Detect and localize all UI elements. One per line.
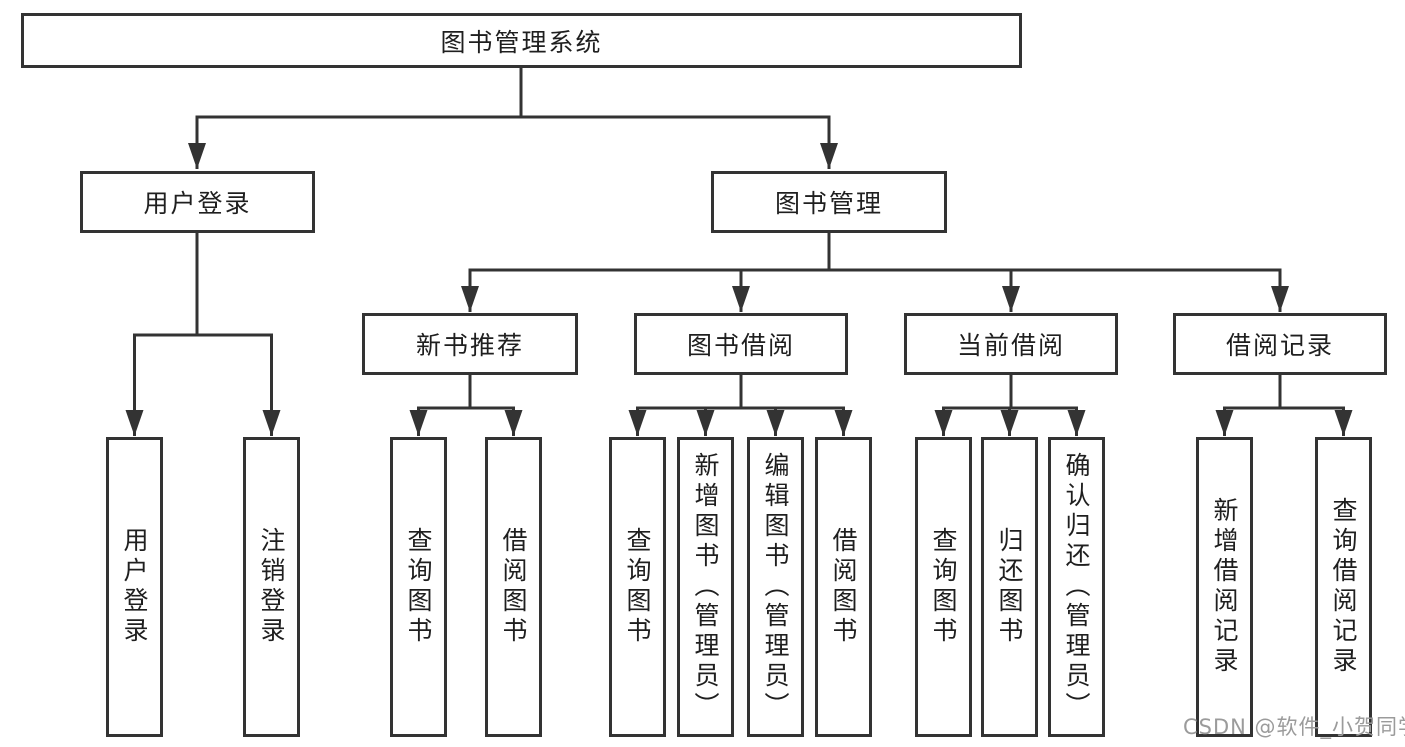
- node-new-book-recommend: 新书推荐: [362, 313, 578, 375]
- leaf-recommend-borrow-book-label: 借阅图书: [499, 527, 528, 647]
- leaf-borrow-edit-book-admin: 编辑图书（管理员）: [747, 437, 804, 737]
- leaf-current-search-book: 查询图书: [915, 437, 972, 737]
- node-user-login-label: 用户登录: [143, 189, 252, 218]
- node-library-system: 图书管理系统: [21, 13, 1022, 68]
- node-library-system-label: 图书管理系统: [440, 27, 603, 57]
- leaf-records-search-record: 查询借阅记录: [1315, 437, 1372, 737]
- leaf-records-add-record: 新增借阅记录: [1196, 437, 1253, 737]
- node-book-management: 图书管理: [711, 171, 947, 233]
- leaf-records-search-record-label: 查询借阅记录: [1329, 497, 1358, 677]
- leaf-current-return-book: 归还图书: [981, 437, 1038, 737]
- leaf-borrow-add-book-admin-label: 新增图书（管理员）: [691, 452, 720, 722]
- leaf-user-login: 用户登录: [106, 437, 163, 737]
- csdn-watermark: CSDN @软件_小贺同学: [1183, 715, 1405, 739]
- node-book-borrow: 图书借阅: [634, 313, 848, 375]
- leaf-current-return-book-label: 归还图书: [995, 527, 1024, 647]
- node-borrow-records-label: 借阅记录: [1225, 331, 1334, 360]
- leaf-borrow-edit-book-admin-label: 编辑图书（管理员）: [761, 452, 790, 722]
- leaf-borrow-search-book: 查询图书: [609, 437, 666, 737]
- leaf-current-confirm-return-admin-label: 确认归还（管理员）: [1062, 452, 1091, 722]
- node-book-management-label: 图书管理: [774, 189, 883, 218]
- leaf-borrow-search-book-label: 查询图书: [623, 527, 652, 647]
- node-borrow-records: 借阅记录: [1173, 313, 1387, 375]
- leaf-borrow-borrow-book: 借阅图书: [815, 437, 872, 737]
- leaf-borrow-borrow-book-label: 借阅图书: [829, 527, 858, 647]
- leaf-current-confirm-return-admin: 确认归还（管理员）: [1048, 437, 1105, 737]
- leaf-logout: 注销登录: [243, 437, 300, 737]
- leaf-current-search-book-label: 查询图书: [929, 527, 958, 647]
- leaf-recommend-search-book-label: 查询图书: [404, 527, 433, 647]
- leaf-logout-label: 注销登录: [257, 527, 286, 647]
- leaf-user-login-label: 用户登录: [120, 527, 149, 647]
- leaf-recommend-search-book: 查询图书: [390, 437, 447, 737]
- leaf-recommend-borrow-book: 借阅图书: [485, 437, 542, 737]
- node-current-borrow: 当前借阅: [904, 313, 1118, 375]
- node-user-login: 用户登录: [80, 171, 315, 233]
- node-current-borrow-label: 当前借阅: [956, 331, 1065, 360]
- node-book-borrow-label: 图书借阅: [686, 331, 795, 360]
- leaf-borrow-add-book-admin: 新增图书（管理员）: [677, 437, 734, 737]
- leaf-records-add-record-label: 新增借阅记录: [1210, 497, 1239, 677]
- node-new-book-recommend-label: 新书推荐: [415, 331, 524, 360]
